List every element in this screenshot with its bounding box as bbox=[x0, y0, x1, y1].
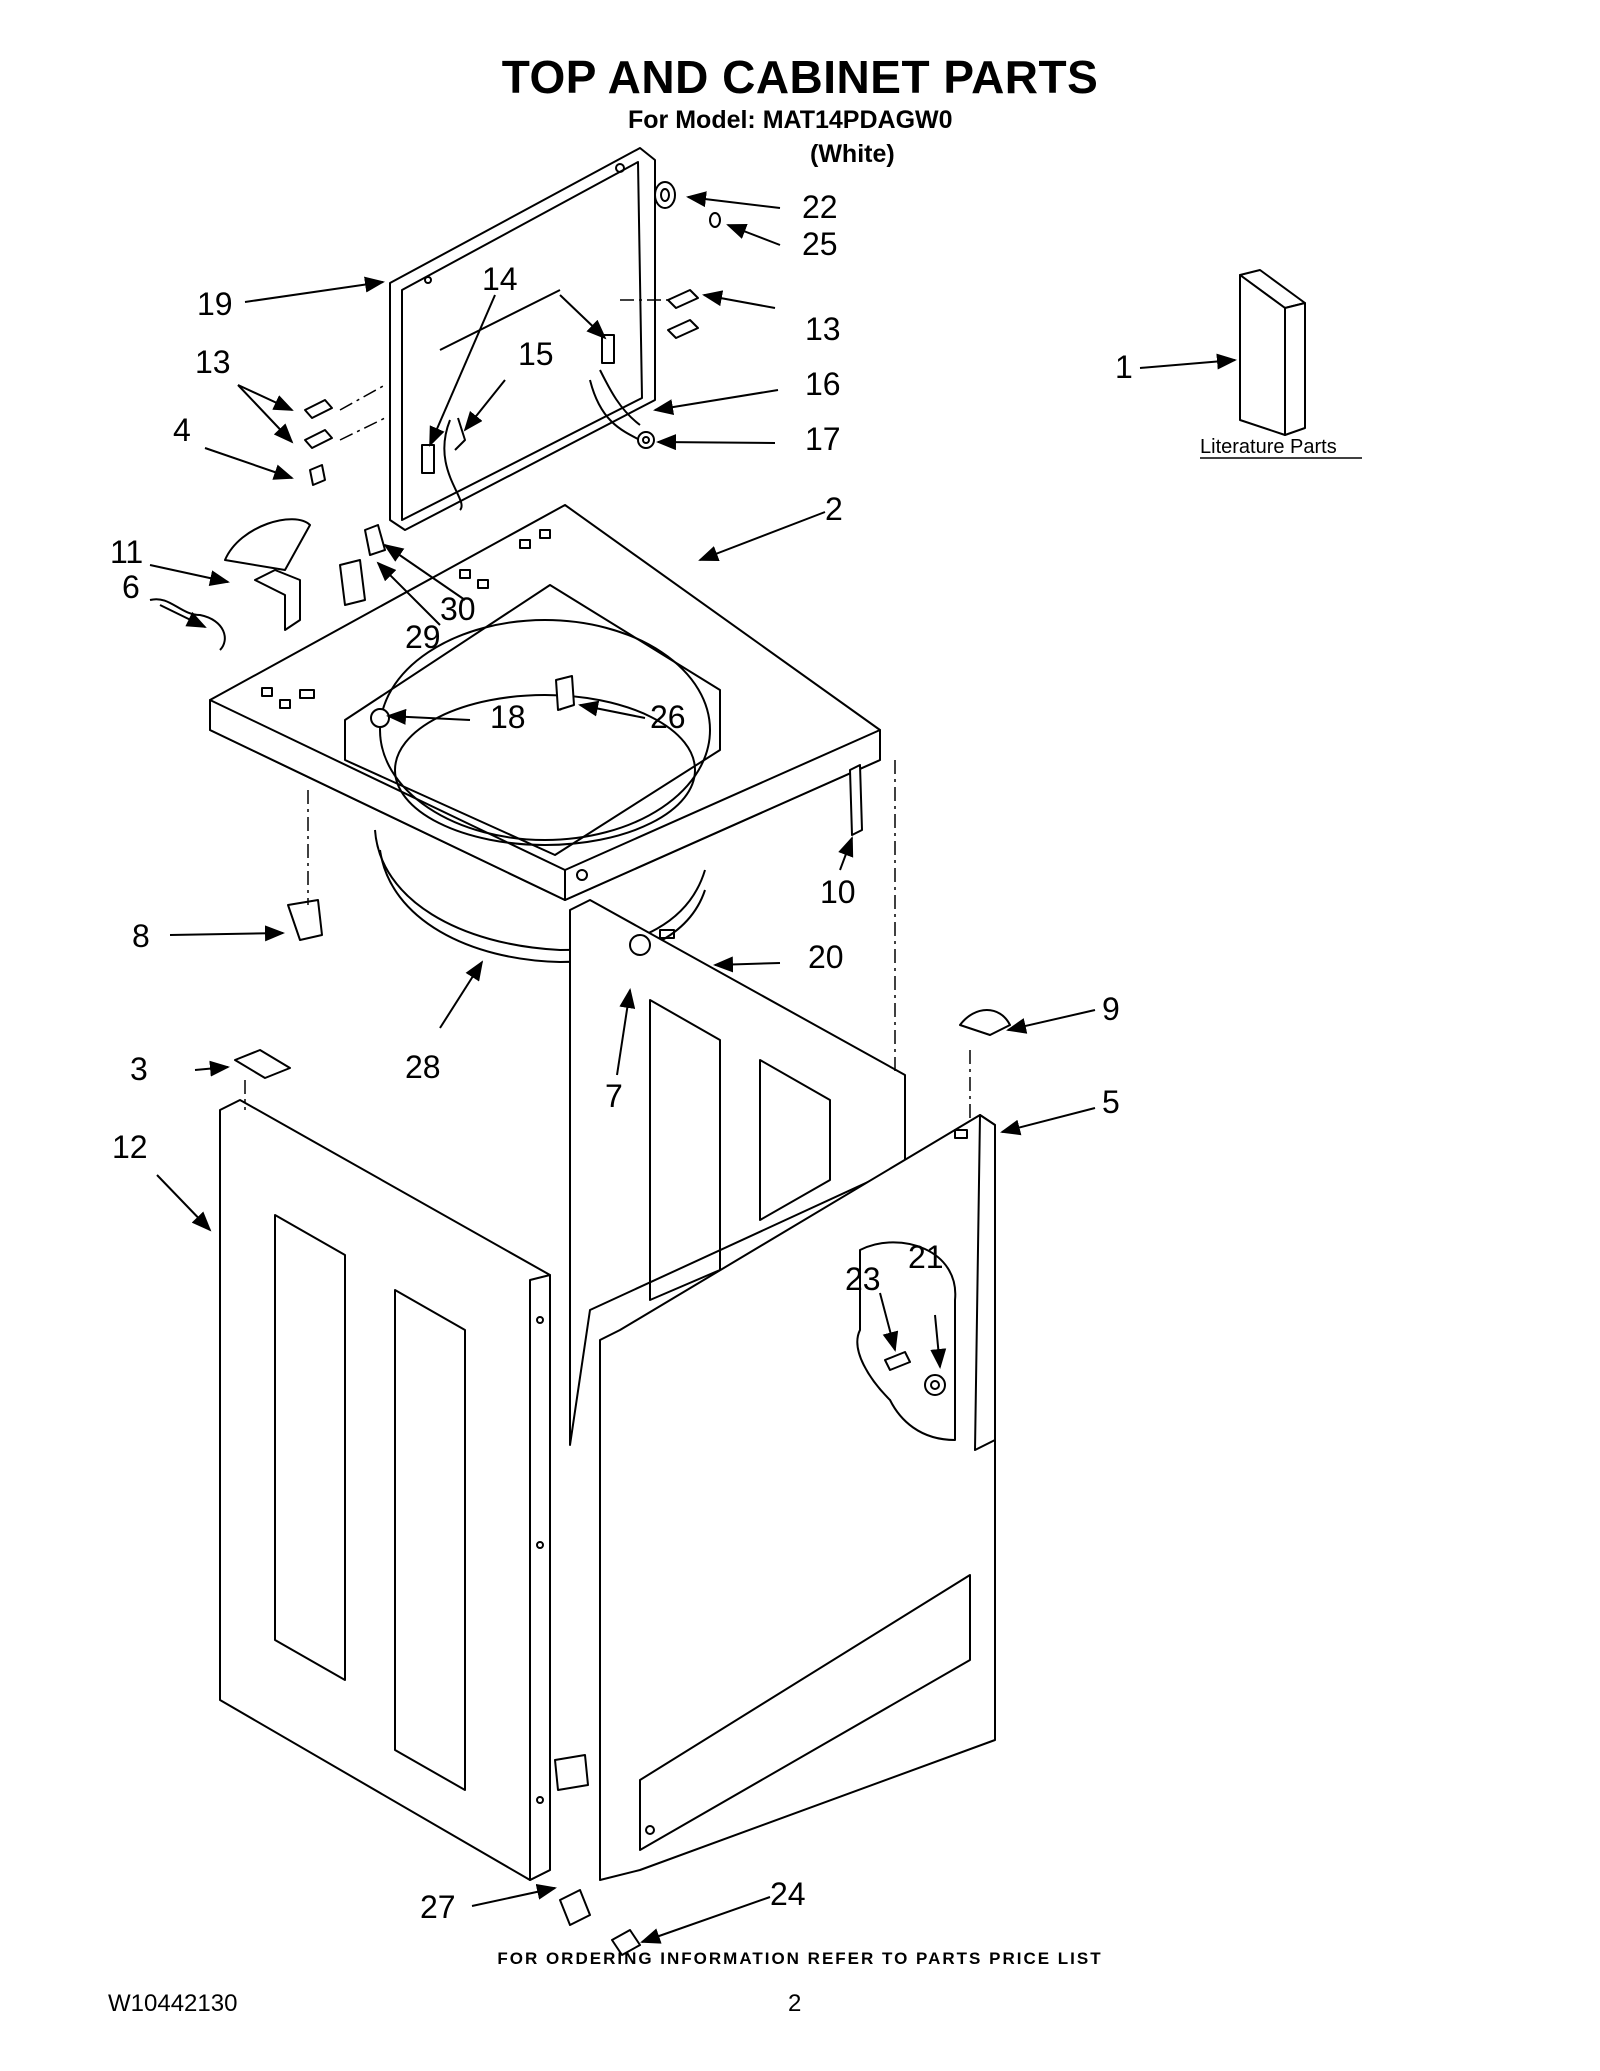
callout-4: 4 bbox=[173, 412, 191, 448]
side-panel bbox=[599, 1114, 996, 1881]
callout-5: 5 bbox=[1102, 1084, 1120, 1120]
callout-27: 27 bbox=[420, 1889, 456, 1925]
callout-12: 12 bbox=[112, 1129, 148, 1165]
callout-13-left: 13 bbox=[195, 344, 231, 380]
callout-7: 7 bbox=[605, 1078, 623, 1114]
callout-9: 9 bbox=[1102, 991, 1120, 1027]
callout-14: 14 bbox=[482, 261, 518, 297]
callout-18: 18 bbox=[490, 699, 526, 735]
callout-2: 2 bbox=[825, 491, 843, 527]
callout-22: 22 bbox=[802, 189, 838, 225]
callout-21: 21 bbox=[908, 1239, 944, 1275]
callout-3: 3 bbox=[130, 1051, 148, 1087]
callout-6: 6 bbox=[122, 569, 140, 605]
callout-30: 30 bbox=[440, 591, 476, 627]
callout-15: 15 bbox=[518, 336, 554, 372]
color-variant: (White) bbox=[810, 140, 895, 168]
callout-8: 8 bbox=[132, 918, 150, 954]
callout-19: 19 bbox=[197, 286, 233, 322]
callout-24: 24 bbox=[770, 1876, 806, 1912]
lid-frame bbox=[389, 147, 656, 531]
callout-11: 11 bbox=[110, 534, 143, 570]
callout-25: 25 bbox=[802, 226, 838, 262]
ordering-note: FOR ORDERING INFORMATION REFER TO PARTS … bbox=[497, 1949, 1103, 1968]
callout-23: 23 bbox=[845, 1261, 881, 1297]
callout-28: 28 bbox=[405, 1049, 441, 1085]
front-panel bbox=[219, 1099, 551, 1881]
top-small-parts bbox=[149, 464, 386, 941]
callout-29: 29 bbox=[405, 619, 441, 655]
lid-hardware bbox=[304, 181, 721, 474]
callout-13-right: 13 bbox=[805, 311, 841, 347]
cabinet-top bbox=[209, 504, 881, 901]
callout-26: 26 bbox=[650, 699, 686, 735]
callout-16: 16 bbox=[805, 366, 841, 402]
callout-20: 20 bbox=[808, 939, 844, 975]
callout-10: 10 bbox=[820, 874, 856, 910]
page-title: TOP AND CABINET PARTS bbox=[501, 51, 1099, 103]
literature-parts-label: Literature Parts bbox=[1200, 436, 1337, 458]
leader-lines bbox=[149, 191, 1237, 1944]
page-number: 2 bbox=[788, 1990, 802, 2017]
callout-1: 1 bbox=[1115, 349, 1133, 385]
document-number: W10442130 bbox=[108, 1990, 238, 2017]
assembly-lines bbox=[244, 299, 971, 1120]
model-line: For Model: MAT14PDAGW0 bbox=[628, 106, 953, 134]
literature-booklet bbox=[1239, 269, 1306, 436]
tub-ring bbox=[374, 829, 706, 963]
callout-17: 17 bbox=[805, 421, 841, 457]
